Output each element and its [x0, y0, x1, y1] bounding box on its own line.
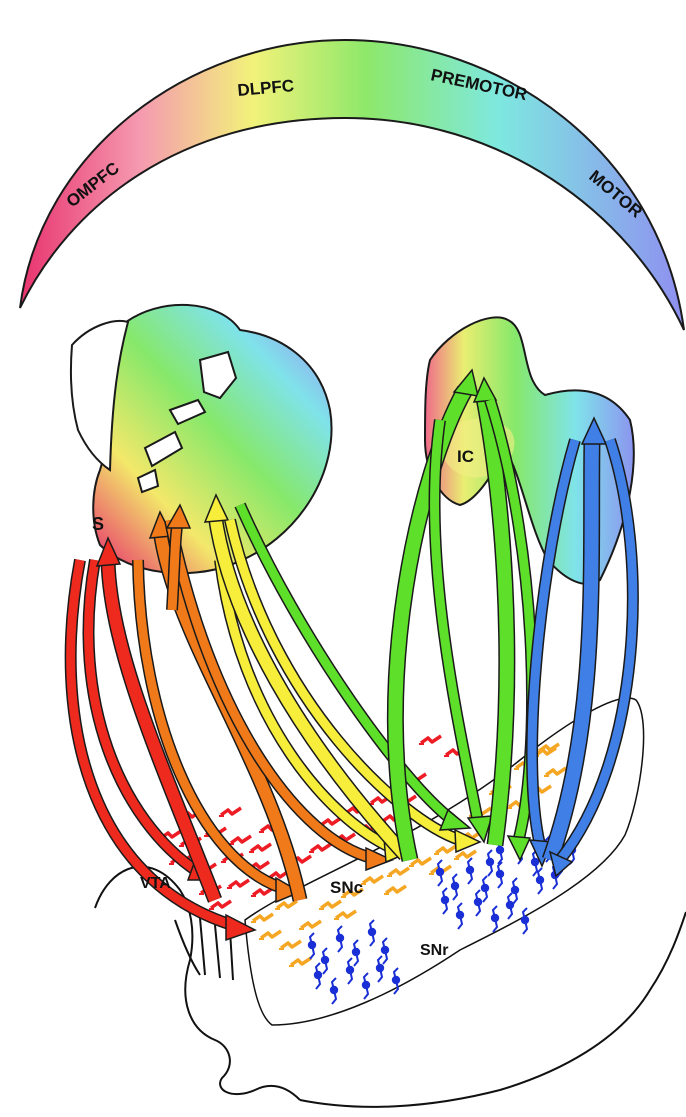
blue-neuron	[346, 958, 354, 984]
blue-neuron	[491, 906, 499, 932]
blue-neuron	[381, 938, 389, 964]
blue-neuron	[308, 933, 316, 959]
blue-neuron	[336, 926, 344, 952]
blue-neuron	[436, 860, 444, 886]
red-neuron	[309, 844, 331, 852]
red-neuron	[219, 808, 241, 816]
blue-neuron	[368, 920, 376, 946]
orange-neuron	[384, 886, 406, 894]
blue-neuron	[330, 978, 338, 1004]
blue-neuron	[314, 963, 322, 989]
blue-neuron	[506, 893, 514, 919]
blue-neuron	[486, 850, 494, 876]
orange-neuron	[334, 911, 356, 919]
blue-neuron	[362, 973, 370, 999]
blue-neuron	[451, 874, 459, 900]
blue-neuron	[321, 948, 329, 974]
blue-neuron	[496, 862, 504, 888]
red-neuron	[229, 836, 251, 844]
blue-neuron	[474, 890, 482, 916]
orange-neuron	[289, 958, 311, 966]
blue-neuron	[481, 876, 489, 902]
red-neuron	[209, 901, 231, 909]
red-neuron	[419, 736, 441, 744]
blue-neuron	[521, 908, 529, 934]
striatum-label: S	[92, 514, 104, 534]
orange-neuron	[279, 941, 301, 949]
blue-neuron	[441, 888, 449, 914]
blue-neuron	[352, 940, 360, 966]
orange-neuron	[319, 901, 341, 909]
blue-neuron	[456, 903, 464, 929]
orange-neuron	[361, 876, 383, 884]
cortex-arc	[20, 40, 684, 330]
orange-neuron	[387, 868, 409, 876]
red-neuron	[227, 880, 249, 888]
vta-label: VTA	[140, 875, 171, 892]
internal-capsule-label: IC	[457, 447, 474, 466]
orange-neuron	[434, 846, 456, 854]
blue-neuron	[511, 878, 519, 904]
blue-neuron	[466, 858, 474, 884]
red-neuron	[249, 844, 271, 852]
orange-neuron	[259, 931, 281, 939]
orange-neuron	[544, 768, 566, 776]
snr-blue-neurons	[308, 836, 576, 1004]
orange-neuron	[251, 914, 273, 922]
orange-neuron	[275, 901, 297, 909]
blue-neuron	[536, 868, 544, 894]
orange-neuron	[299, 921, 321, 929]
blue-neuron	[376, 956, 384, 982]
snr-label: SNr	[420, 942, 448, 959]
snc-label: SNc	[330, 878, 363, 897]
